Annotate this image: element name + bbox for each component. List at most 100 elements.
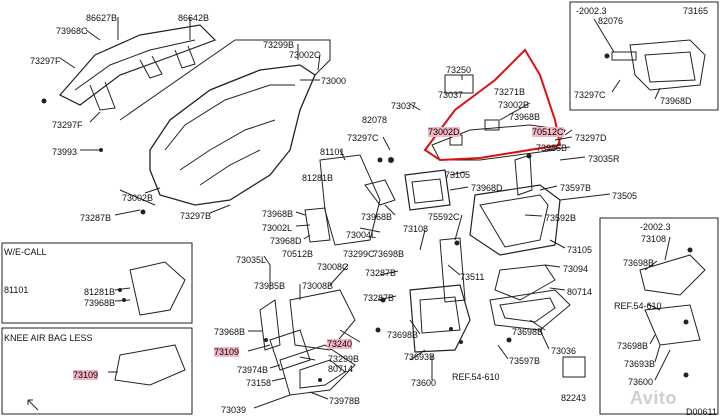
part-label: 73693B [404,352,436,362]
part-label: 82078 [362,115,388,125]
part-label: -2002.3 [576,6,607,16]
part-label: 73299B [263,40,295,50]
part-label: 73240 [327,339,353,349]
part-label: 73036 [551,346,577,356]
part-label: 73002B [498,100,530,110]
part-label: 82076 [598,16,624,26]
part-label: 73002C [289,50,321,60]
part-label: 73105 [445,170,471,180]
part-label: 80714 [567,287,593,297]
part-label: 73698B [387,330,419,340]
part-label: 73004L [346,230,377,240]
part-label: 73271B [494,87,526,97]
part-label: 73250 [446,65,472,75]
part-label: 81101 [4,285,29,295]
part-label: 73002B [122,193,154,203]
part-label: 73105 [567,245,593,255]
part-label: 73968B [361,212,393,222]
part-label: 73299C [343,249,375,259]
part-label: 73597B [560,183,592,193]
dashboard-panel [149,64,316,206]
part-label: 73600 [628,377,654,387]
part-label: 73511 [460,272,485,282]
red-highlight-outline [423,48,562,162]
part-label: 73287B [363,293,395,303]
part-label: 75592C [428,212,460,222]
part-label: 73968D [270,236,302,246]
part-label: 73299B [328,354,360,364]
part-label: 73158 [246,378,272,388]
part-label: 73039 [221,405,247,415]
inset-box-2002-lower [599,217,719,415]
part-label: 73600 [411,378,437,388]
part-label: 73297C [347,133,379,143]
part-label: 73505 [612,191,638,201]
part-label: 73287B [365,268,397,278]
part-label: 81281B [84,287,116,297]
part-label: 73165 [683,6,709,16]
knee-panel-left [289,289,356,351]
part-label: 73108 [403,224,429,234]
part-label: 86642B [178,13,210,23]
part-label: 73968B [214,327,246,337]
part-label: 73094 [563,264,589,274]
part-label: 73968C [56,26,88,36]
part-label: 73968B [509,112,541,122]
part-label: 70512B [282,249,314,259]
part-label: 73693B [624,359,656,369]
part-label: 73968D [660,96,692,106]
part-label: 73985B [536,143,568,153]
part-label: 73109 [214,347,240,357]
part-label: 73035R [588,154,620,164]
part-label: KNEE AIR BAG LESS [4,333,93,343]
part-label: 73008C [317,262,349,272]
inset-box-2002-upper [569,1,719,111]
part-label: 73108 [641,234,667,244]
part-label: 73698B [617,341,649,351]
part-label: 73698B [623,258,655,268]
part-label: 73035L [236,255,267,265]
part-label: 73297B [180,211,212,221]
part-label: 73002D [428,127,460,137]
part-label: 73968B [262,209,294,219]
part-label: 70512C [532,127,564,137]
part-label: 81101 [320,147,345,157]
glove-box [469,184,561,256]
part-label: 73297F [30,56,61,66]
part-label: -2002.3 [640,222,671,232]
part-label: 73002L [262,223,293,233]
front-arrow-icon [27,399,39,411]
part-label: 73698B [512,327,544,337]
avito-watermark: Avito [630,388,677,408]
part-label: 73109 [73,370,99,380]
part-label: 73008B [302,281,334,291]
part-label: W/E-CALL [4,247,47,257]
part-label: 73698B [373,249,405,259]
part-label: 73592B [545,213,577,223]
part-label: 82243 [561,393,587,403]
part-label: 73968B [84,298,116,308]
part-label: 86627B [86,13,118,23]
part-label: 73037 [438,90,464,100]
part-label: 73287B [80,213,112,223]
part-label: 73000 [321,76,347,86]
part-label: REF.54-610 [614,301,662,311]
defroster-duct [59,24,217,106]
inset-box-knee-airbag [1,327,193,415]
part-label: D00611 [686,407,717,416]
part-label: 73597B [509,356,541,366]
part-label: 73297D [575,133,607,143]
part-label: 73978B [329,396,361,406]
inset-box-we-call [1,242,193,324]
part-label: REF.54-610 [452,372,500,382]
part-label: 73974B [237,365,269,375]
part-label: 73993 [52,147,78,157]
part-label: 81281B [302,173,334,183]
center-bezel [404,169,451,211]
part-label: 73037 [391,101,417,111]
part-label: 80714 [328,364,354,374]
part-label: 73968D [471,183,503,193]
part-label: 73297C [574,90,606,100]
